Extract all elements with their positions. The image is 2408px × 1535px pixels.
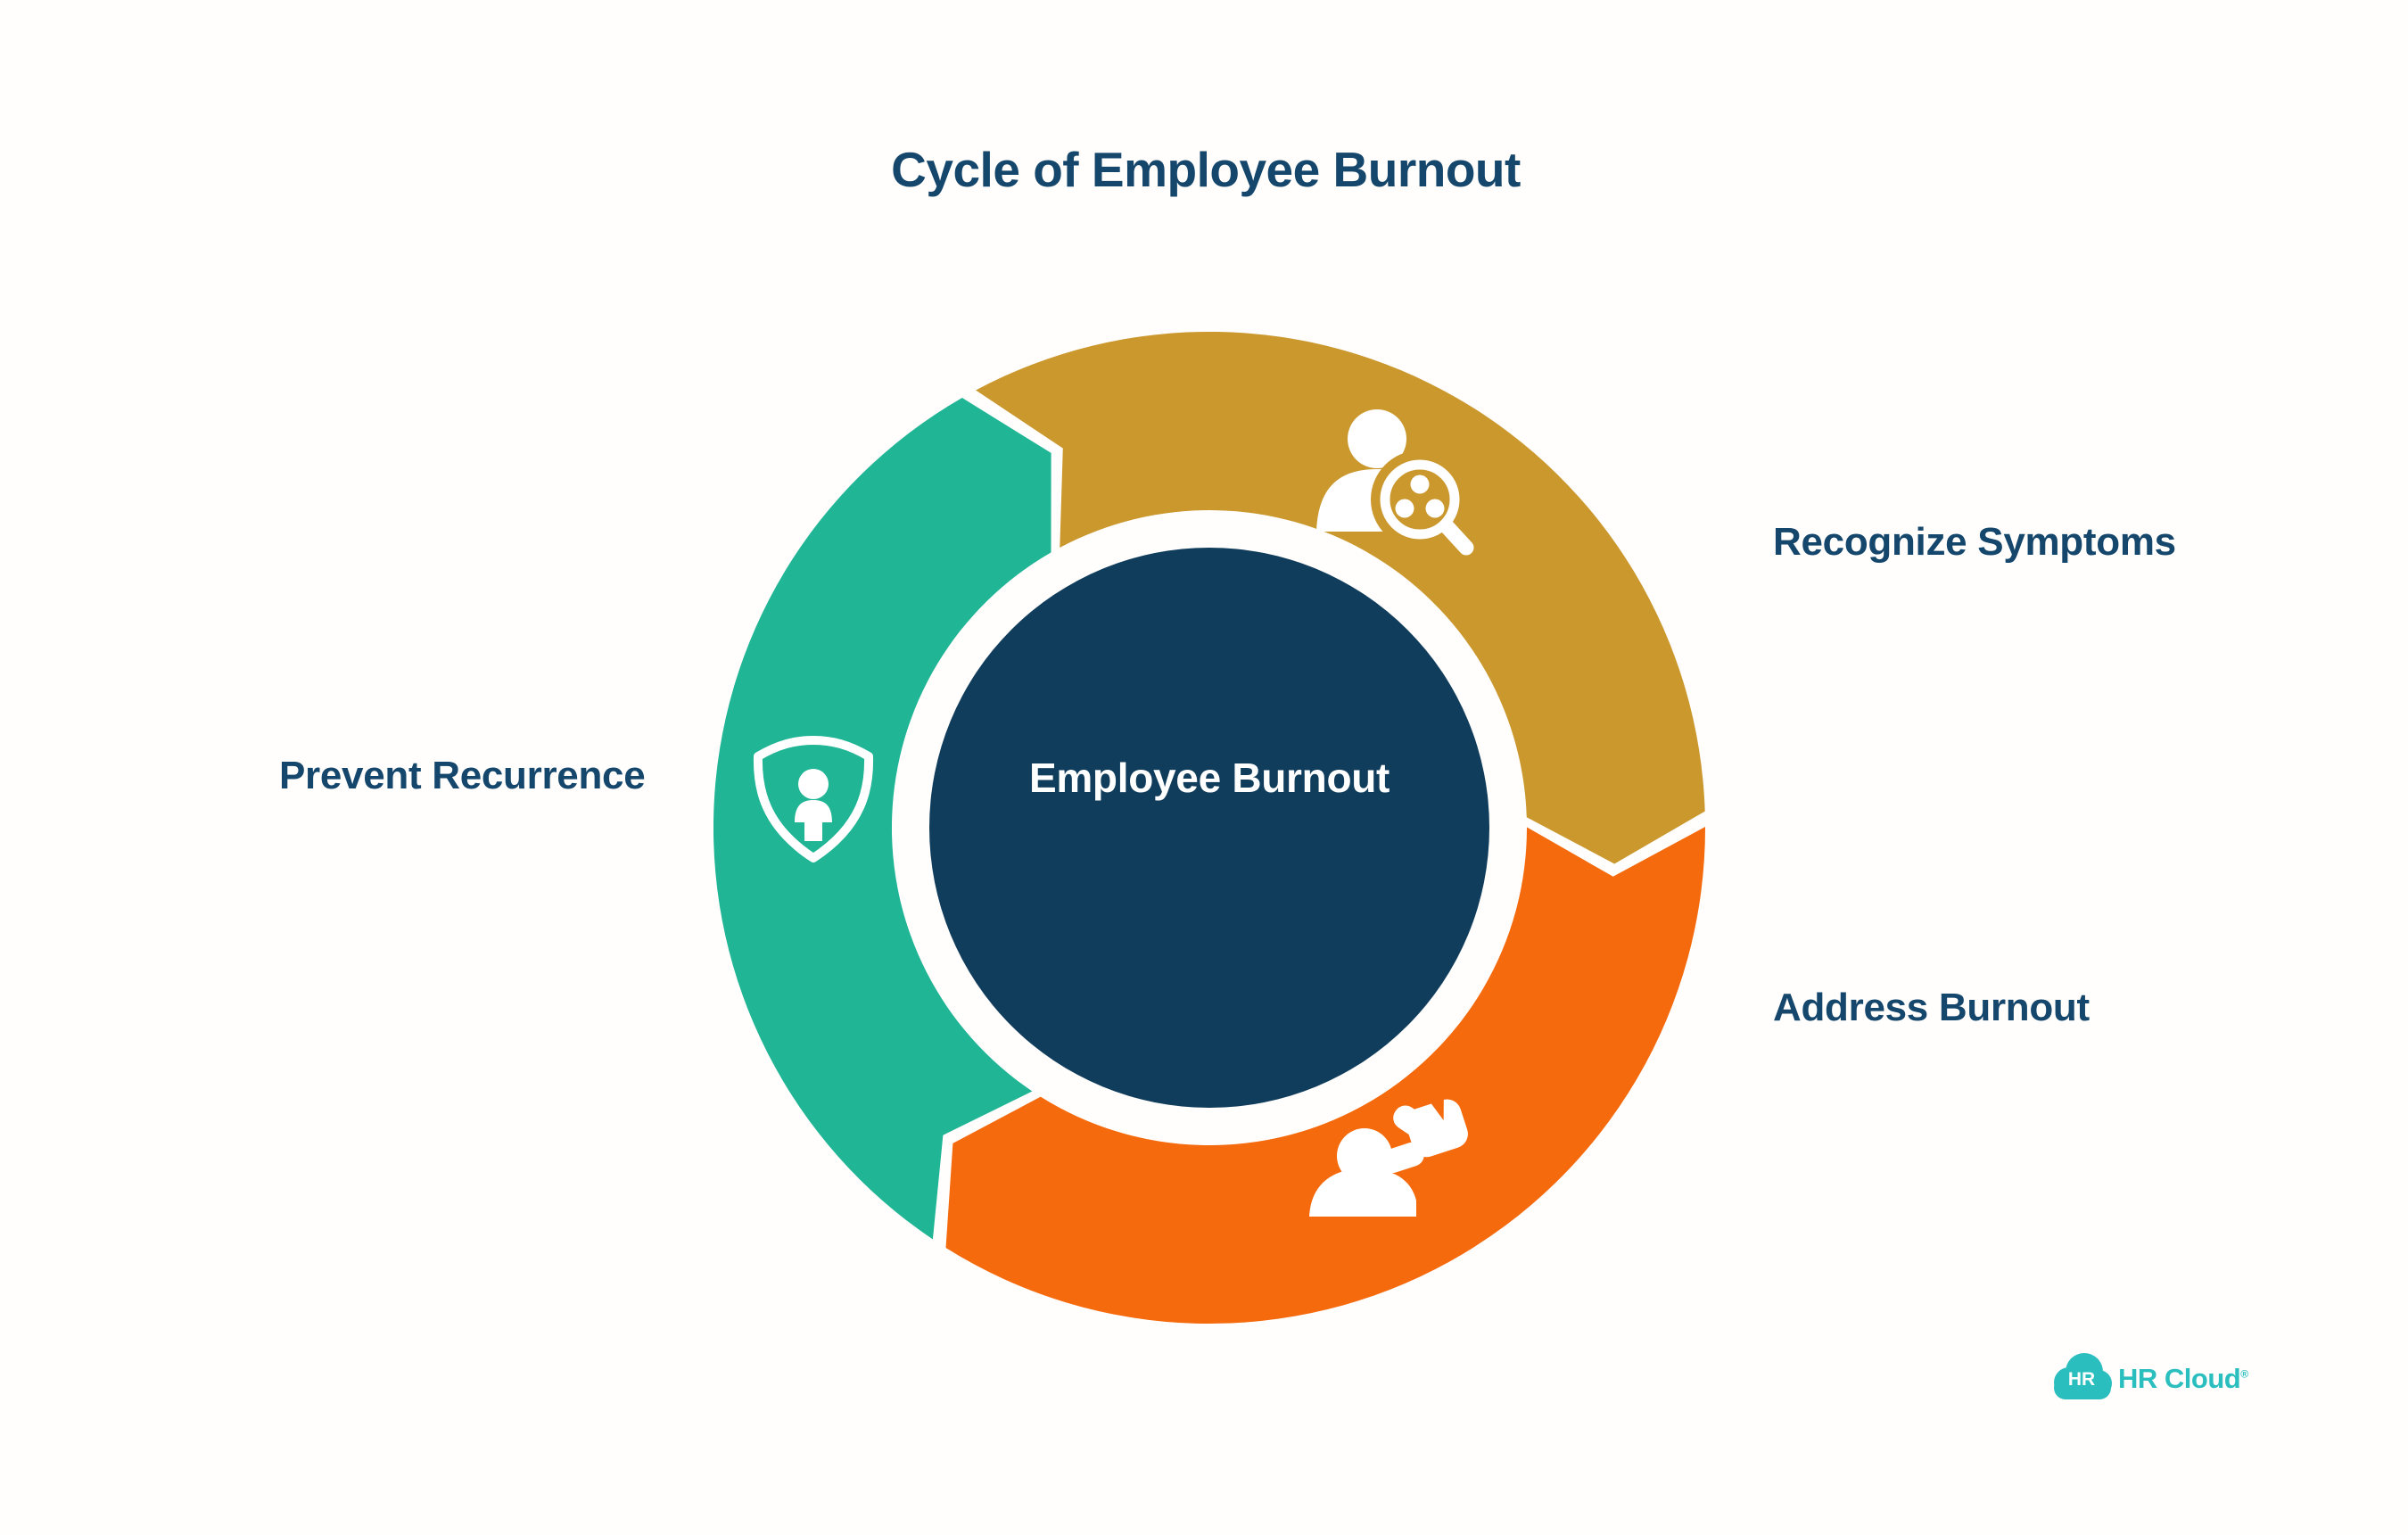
person-support-hand-icon <box>1309 1097 1468 1217</box>
label-recognize-symptoms: Recognize Symptoms <box>1773 520 2176 564</box>
logo-badge-text: HR <box>2067 1369 2096 1390</box>
segment-prevent-recurrence <box>713 398 1051 1240</box>
page-title: Cycle of Employee Burnout <box>891 142 1521 197</box>
label-address-burnout: Address Burnout <box>1773 986 2090 1029</box>
person-magnifier-icon <box>1316 409 1474 556</box>
logo-wordmark: HR Cloud® <box>2118 1363 2248 1395</box>
label-prevent-recurrence: Prevent Recurrence <box>279 754 646 797</box>
registered-mark: ® <box>2240 1367 2248 1381</box>
hr-cloud-logo-icon <box>2054 1353 2112 1399</box>
logo-brand-text: HR Cloud <box>2118 1363 2241 1394</box>
segment-address-burnout <box>945 827 1706 1325</box>
center-label: Employee Burnout <box>1028 755 1390 801</box>
center-circle <box>929 548 1489 1108</box>
segment-recognize-symptoms <box>976 331 1705 864</box>
shield-person-icon <box>753 736 874 862</box>
